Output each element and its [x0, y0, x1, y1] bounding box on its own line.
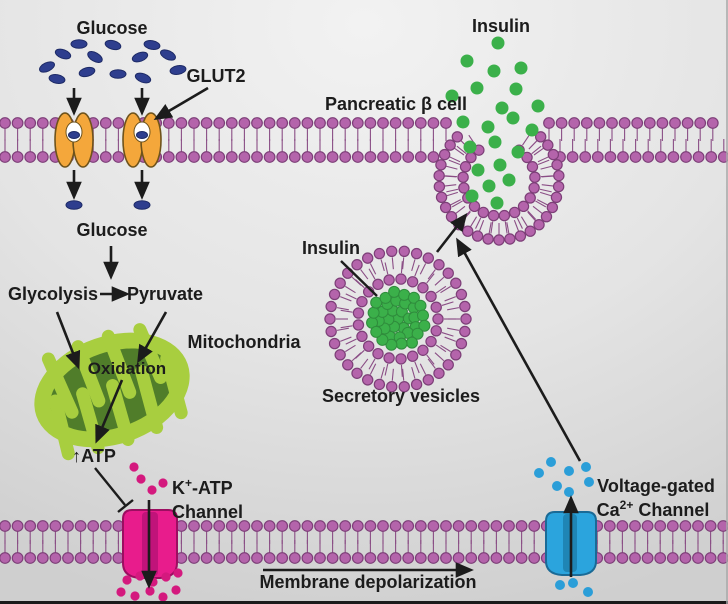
label-vgcc-line2: Ca2+ Channel	[597, 498, 710, 520]
vgcc-base: Ca	[597, 500, 621, 520]
label-vgcc-line1: Voltage-gated	[597, 476, 715, 496]
secretory-vesicle	[324, 245, 472, 393]
insulin-vesicle-pointer	[340, 260, 378, 297]
labels: Glucose GLUT2 Insulin Pancreatic β cell …	[8, 16, 715, 592]
katp-base: K	[172, 478, 185, 498]
arrow-ca-to-exocytosis	[456, 237, 582, 462]
glut2-transporter-left	[54, 112, 94, 168]
label-pancreatic-beta-cell: Pancreatic β cell	[325, 94, 467, 114]
label-pyruvate: Pyruvate	[127, 284, 203, 304]
label-insulin-secreted: Insulin	[472, 16, 530, 36]
potassium-ions	[116, 462, 183, 602]
calcium-ions	[534, 457, 594, 597]
label-secretory-vesicles: Secretory vesicles	[322, 386, 480, 406]
insulin-plume	[445, 36, 545, 210]
arrows	[55, 86, 582, 589]
label-oxidation: Oxidation	[88, 359, 166, 378]
arrow-pyruvate-to-oxidation	[137, 311, 168, 364]
label-insulin-vesicle: Insulin	[302, 238, 360, 258]
label-glycolysis: Glycolysis	[8, 284, 98, 304]
glut2-transporter-right	[122, 112, 162, 168]
arrow-oxidation-to-atp	[95, 379, 124, 444]
katp-sup: +	[185, 476, 192, 490]
inhibition-tbar	[94, 467, 134, 513]
label-membrane-depolarization: Membrane depolarization	[259, 572, 476, 592]
label-atp: ↑ATP	[72, 446, 116, 466]
vgcc-rest: Channel	[633, 500, 709, 520]
label-glucose-extracellular: Glucose	[76, 18, 147, 38]
label-glut2: GLUT2	[186, 66, 245, 86]
label-glucose-cytoplasm: Glucose	[76, 220, 147, 240]
label-katp-channel-line2: Channel	[172, 502, 243, 522]
label-mitochondria: Mitochondria	[188, 332, 302, 352]
arrow-glut2-pointer	[153, 86, 209, 120]
vgcc-sup: 2+	[620, 498, 634, 512]
glucose-molecules	[39, 39, 187, 210]
arrow-glycolysis-to-mito	[55, 311, 81, 370]
label-katp-channel-line1: K+-ATP	[172, 476, 233, 498]
arrow-vesicle-to-membrane	[435, 212, 468, 253]
vesicle-core	[366, 285, 431, 351]
katp-rest: -ATP	[192, 478, 233, 498]
